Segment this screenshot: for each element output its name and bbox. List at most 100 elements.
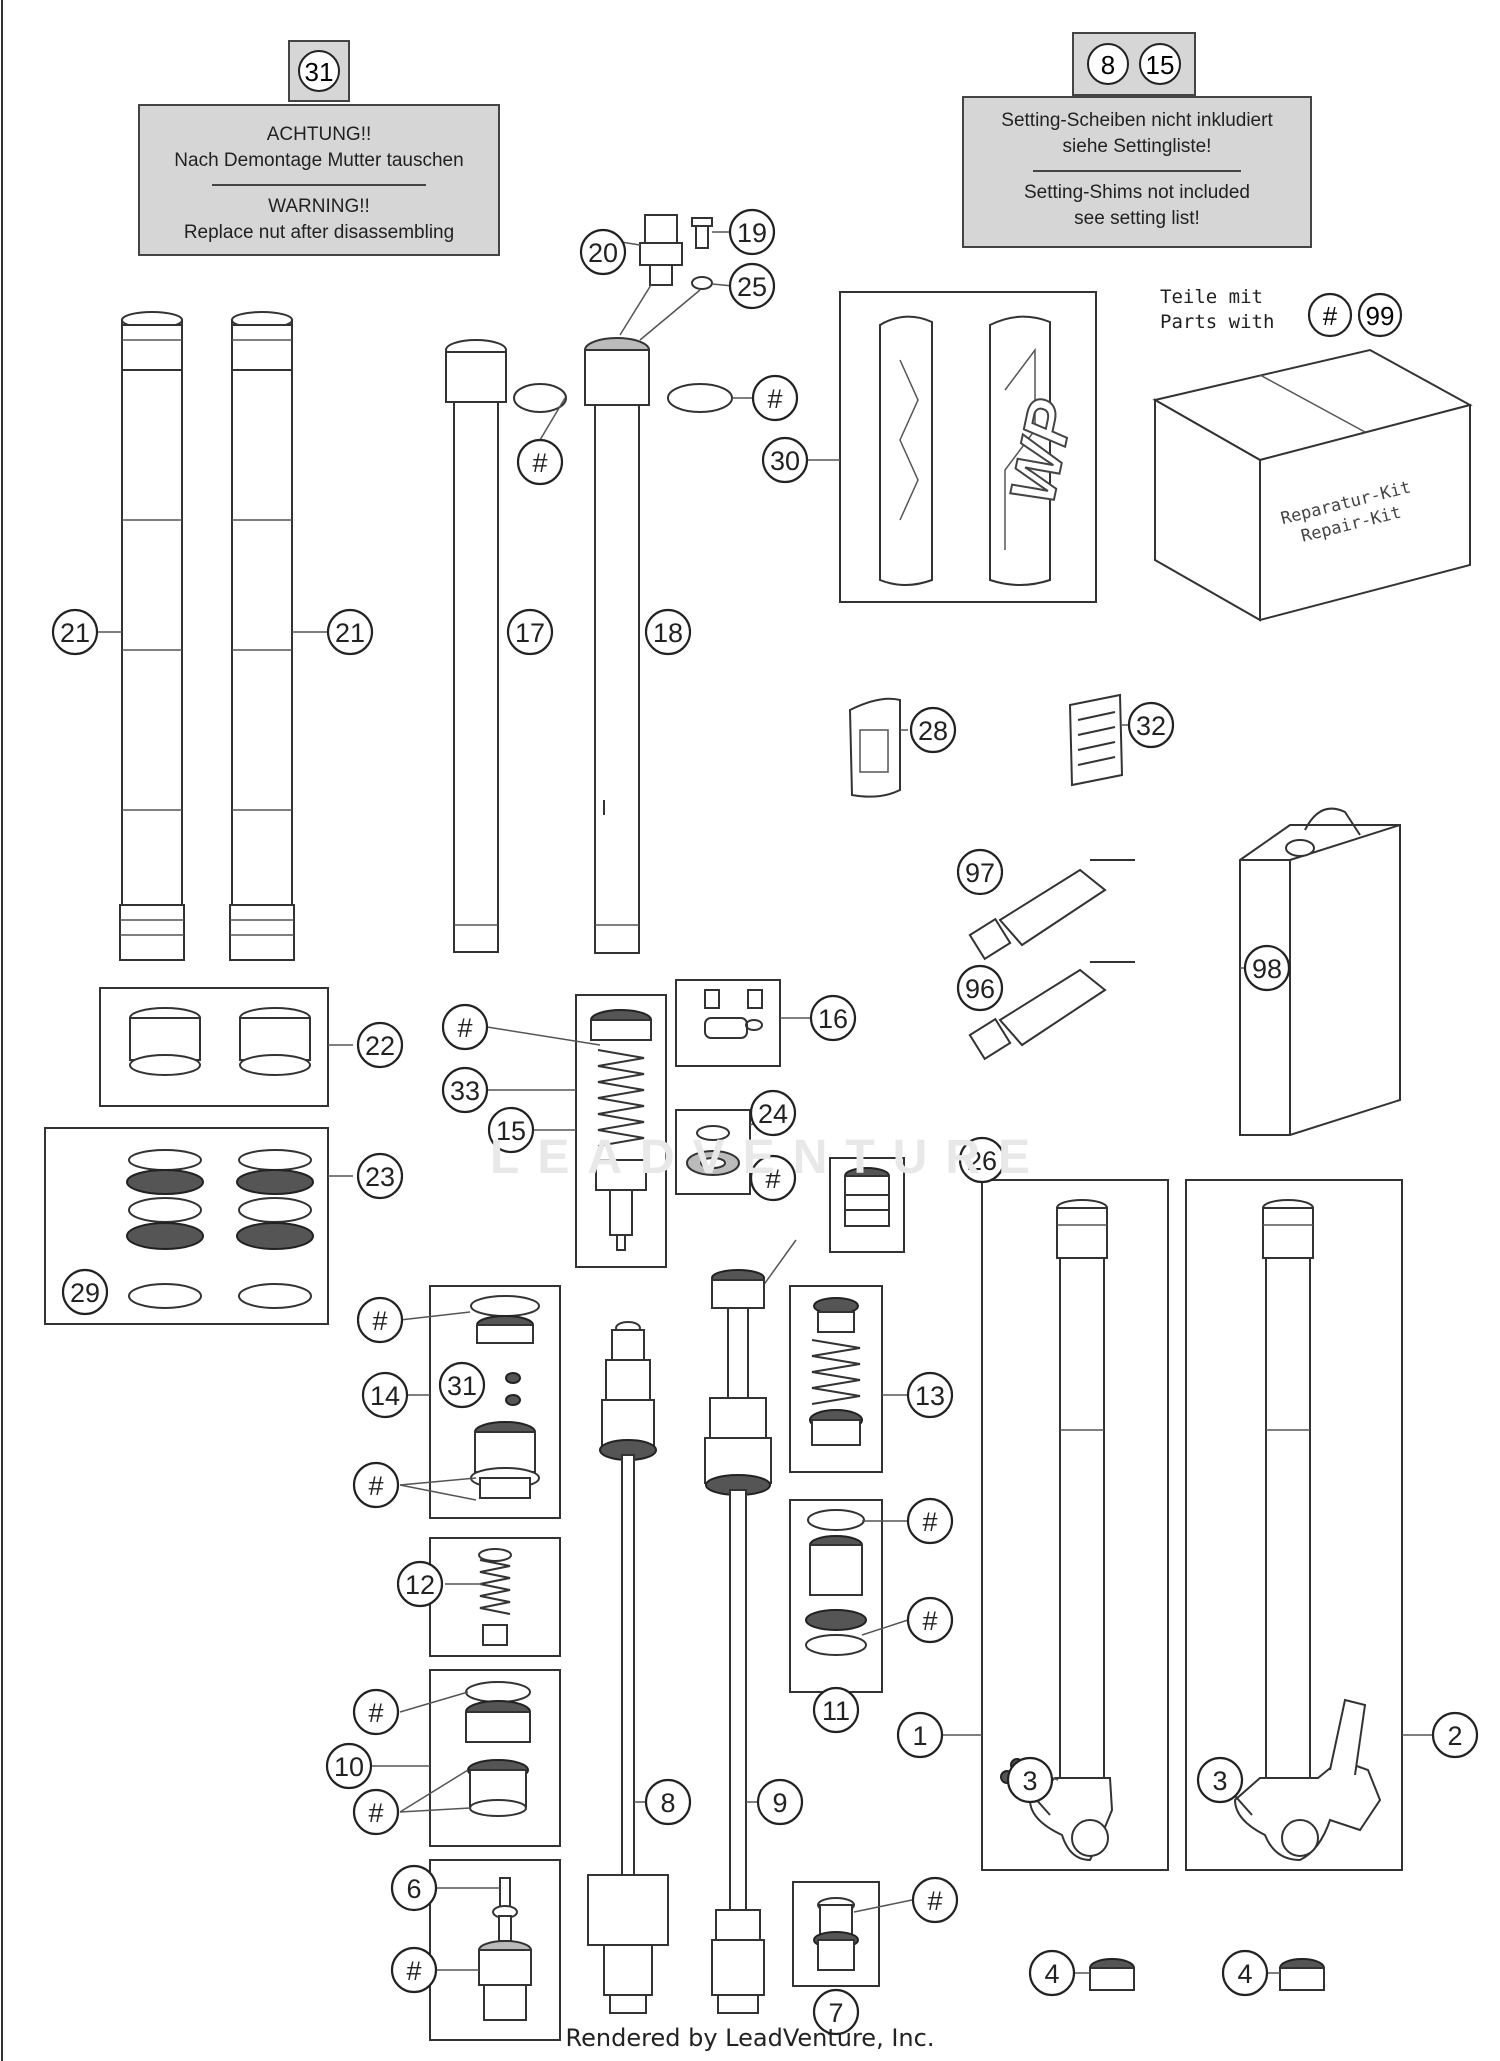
callout-label: 32 <box>1136 711 1166 741</box>
o-ring-17 <box>513 383 567 413</box>
callout-c24: 24 <box>749 1089 797 1137</box>
callout-circle <box>441 1003 489 1051</box>
warning-en-text: Replace nut after disassembling <box>183 222 455 243</box>
cartridge-tube-17 <box>445 339 507 953</box>
callout-circle <box>906 1371 954 1419</box>
warning-divider <box>211 184 427 186</box>
sign-right-tag: 8 15 <box>1072 32 1196 96</box>
box-7 <box>792 1881 880 1987</box>
callout-circle <box>390 1864 438 1912</box>
callout-c26: 26 <box>958 1136 1006 1184</box>
callout-label: # <box>922 1507 937 1537</box>
piston-rod-8 <box>587 1321 669 2014</box>
callout-circle <box>756 1778 804 1826</box>
callout-c21b: 21 <box>326 608 374 656</box>
callout-chash4: # <box>749 1154 797 1202</box>
callout-circle <box>749 1154 797 1202</box>
callout-label: 14 <box>370 1381 400 1411</box>
callout-circle <box>51 608 99 656</box>
callout-label: 10 <box>334 1752 364 1782</box>
box-23 <box>44 1127 329 1325</box>
callout-label: 4 <box>1044 1959 1059 1989</box>
callout-label: # <box>368 1798 383 1828</box>
sticker-28 <box>848 697 901 798</box>
callout-circle <box>812 1988 860 2036</box>
callout-label: # <box>457 1013 472 1043</box>
callout-label: 98 <box>1252 954 1282 984</box>
callout-circle <box>356 1021 404 1069</box>
callout-chash11: # <box>390 1946 438 1994</box>
setting-en-line2: see setting list! <box>1074 208 1200 229</box>
callout-circle <box>906 1596 954 1644</box>
callout-c23: 23 <box>356 1152 404 1200</box>
callout-c32: 32 <box>1127 701 1175 749</box>
callout-chash9: # <box>352 1688 400 1736</box>
warning-de-text: Nach Demontage Mutter tauschen <box>174 150 464 171</box>
grease-tube-97 <box>968 859 1135 961</box>
callout-label: # <box>368 1698 383 1728</box>
callout-circle <box>1006 1756 1054 1804</box>
cartridge-tube-18 <box>584 337 650 954</box>
sign-left-tag-label: 31 <box>305 57 334 87</box>
callout-c4b: 4 <box>1221 1949 1269 1997</box>
axle-clamp-nut-4a <box>1089 1958 1135 1991</box>
callout-circle <box>749 1089 797 1137</box>
callout-label: 11 <box>822 1696 850 1726</box>
callout-label: 15 <box>496 1116 526 1146</box>
kit-note: Teile mit Parts with <box>1160 285 1274 335</box>
callout-circle <box>438 1361 486 1409</box>
callout-circle <box>325 1742 373 1790</box>
callout-circle <box>956 848 1004 896</box>
callout-c20: 20 <box>579 228 627 276</box>
valve-assembly-11 <box>805 1509 867 1656</box>
callout-circle <box>956 964 1004 1012</box>
kit-note-line1: Teile mit <box>1160 286 1263 308</box>
callout-circle <box>516 438 564 486</box>
callout-label: 23 <box>365 1162 395 1192</box>
setting-divider <box>1033 170 1241 172</box>
box-16 <box>675 979 781 1067</box>
callout-label: 30 <box>770 446 800 476</box>
box-30 <box>839 291 1097 603</box>
callout-label: 6 <box>406 1874 421 1904</box>
callout-label: 20 <box>588 238 618 268</box>
callout-circle <box>1243 944 1291 992</box>
callout-chash3: # <box>441 1003 489 1051</box>
rings-29 <box>128 1283 312 1309</box>
callout-circle <box>579 228 627 276</box>
callout-circle <box>1221 1949 1269 1997</box>
seals-23 <box>126 1149 314 1250</box>
callout-c10: 10 <box>325 1742 373 1790</box>
callout-label: 9 <box>772 1788 787 1818</box>
box-24 <box>675 1109 751 1195</box>
oil-can-98 <box>1239 807 1401 1136</box>
callout-label: # <box>765 1164 780 1194</box>
callout-label: 8 <box>660 1788 675 1818</box>
callout-circle <box>441 1066 489 1114</box>
callout-circle <box>1431 1711 1479 1759</box>
callout-c3a: 3 <box>1006 1756 1054 1804</box>
callout-circle <box>352 1788 400 1836</box>
callout-circle <box>812 1686 860 1734</box>
callout-c97: 97 <box>956 848 1004 896</box>
box-13 <box>789 1285 883 1473</box>
callout-circle <box>356 1296 404 1344</box>
callout-label: 33 <box>450 1076 480 1106</box>
callout-c96: 96 <box>956 964 1004 1012</box>
callout-circle <box>644 608 692 656</box>
callout-label: # <box>922 1606 937 1636</box>
box-6 <box>429 1859 561 2041</box>
callout-label: 12 <box>405 1570 435 1600</box>
setting-en-line1: Setting-Shims not included <box>1023 182 1250 203</box>
callout-c21a: 21 <box>51 608 99 656</box>
callout-circle <box>352 1461 400 1509</box>
callout-c98: 98 <box>1243 944 1291 992</box>
callout-label: 21 <box>335 618 365 648</box>
callout-c13: 13 <box>906 1371 954 1419</box>
callout-circle <box>352 1688 400 1736</box>
kit-note-line2: Parts with <box>1160 311 1275 333</box>
kit-tag-99: 99 <box>1366 301 1395 331</box>
callout-chash1: # <box>516 438 564 486</box>
